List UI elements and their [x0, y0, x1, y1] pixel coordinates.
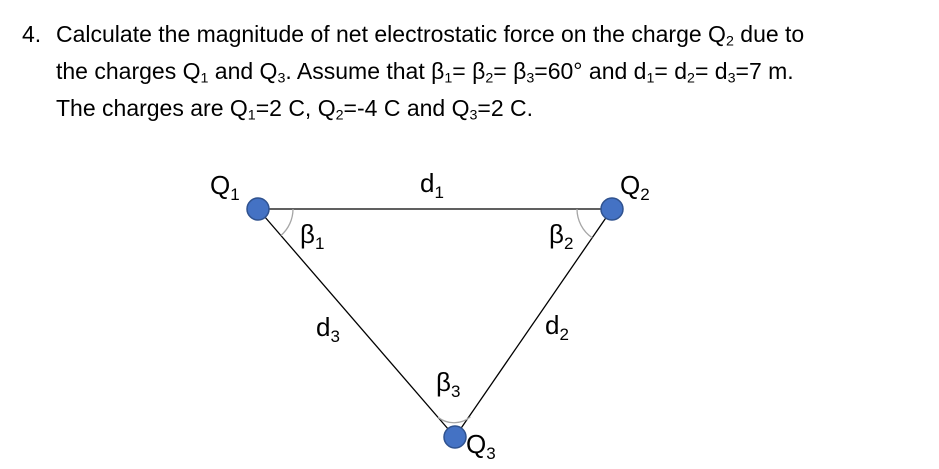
- problem-line-3: The charges are Q1=2 C, Q2=-4 C and Q3=2…: [56, 95, 534, 124]
- charge-q2-dot: [600, 197, 624, 221]
- charge-q3-label: Q3: [466, 429, 496, 463]
- side-d3-label: d3: [316, 312, 340, 346]
- side-d1-label: d1: [420, 168, 444, 202]
- angle-b1-label: β1: [300, 219, 324, 253]
- angle-b2-label: β2: [549, 219, 573, 253]
- side-d3-line: [257, 208, 456, 438]
- side-d2-line: [454, 208, 613, 438]
- angle-b1-arc: [280, 208, 294, 236]
- charge-q1-dot: [246, 197, 270, 221]
- angle-b2-arc: [576, 208, 593, 239]
- problem-line-2: the charges Q1 and Q3. Assume that β1= β…: [56, 58, 794, 87]
- charge-q1-label: Q1: [210, 170, 240, 204]
- charge-q2-label: Q2: [620, 170, 650, 204]
- angle-b3-arc: [437, 416, 471, 424]
- angle-b3-label: β3: [436, 367, 460, 401]
- charge-q3-dot: [443, 425, 467, 449]
- problem-line-1: Calculate the magnitude of net electrost…: [56, 21, 805, 50]
- problem-number: 4.: [22, 21, 42, 47]
- side-d2-label: d2: [545, 310, 569, 344]
